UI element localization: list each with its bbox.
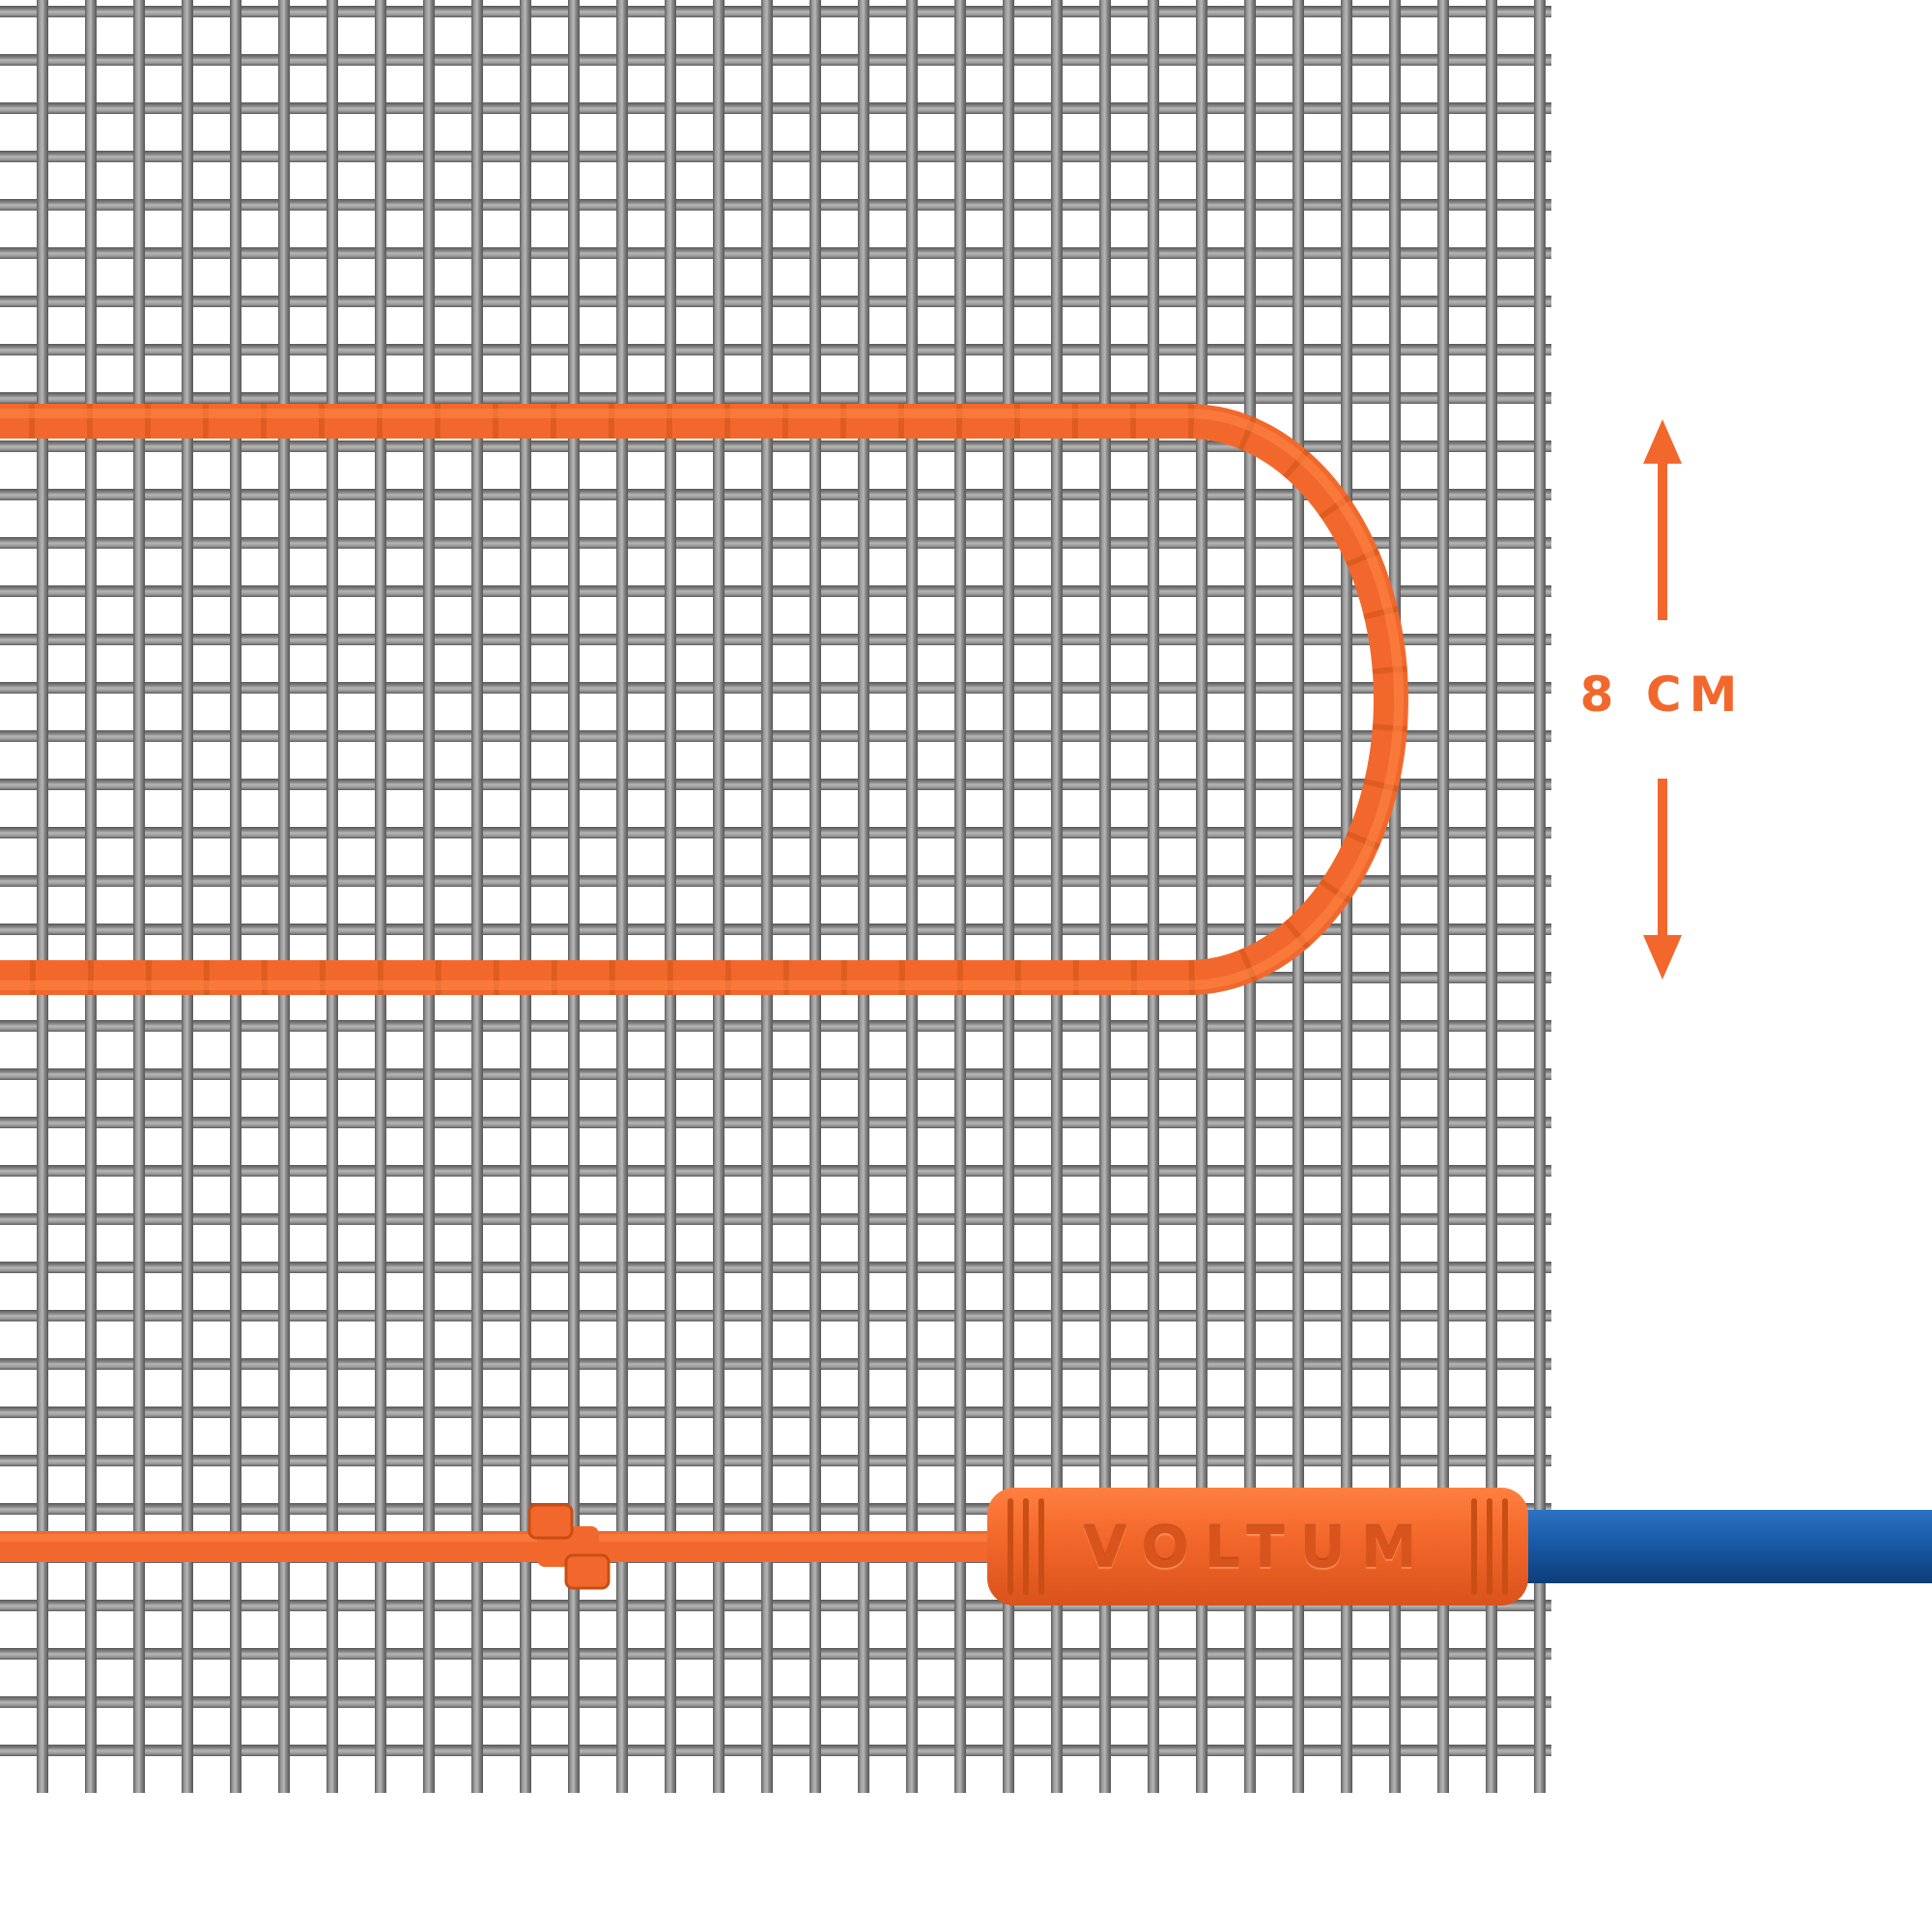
cold-lead-cable xyxy=(0,1531,1024,1562)
connector-sleeve xyxy=(987,1488,1528,1605)
spacing-dimension-label: 8 CM xyxy=(1579,667,1746,723)
brand-label: VOLTUM xyxy=(1083,1515,1433,1580)
power-lead-cable xyxy=(1507,1510,1932,1583)
heating-cable xyxy=(0,404,1408,995)
spacing-arrow xyxy=(1643,419,1682,980)
cable-coupler xyxy=(527,1503,611,1590)
